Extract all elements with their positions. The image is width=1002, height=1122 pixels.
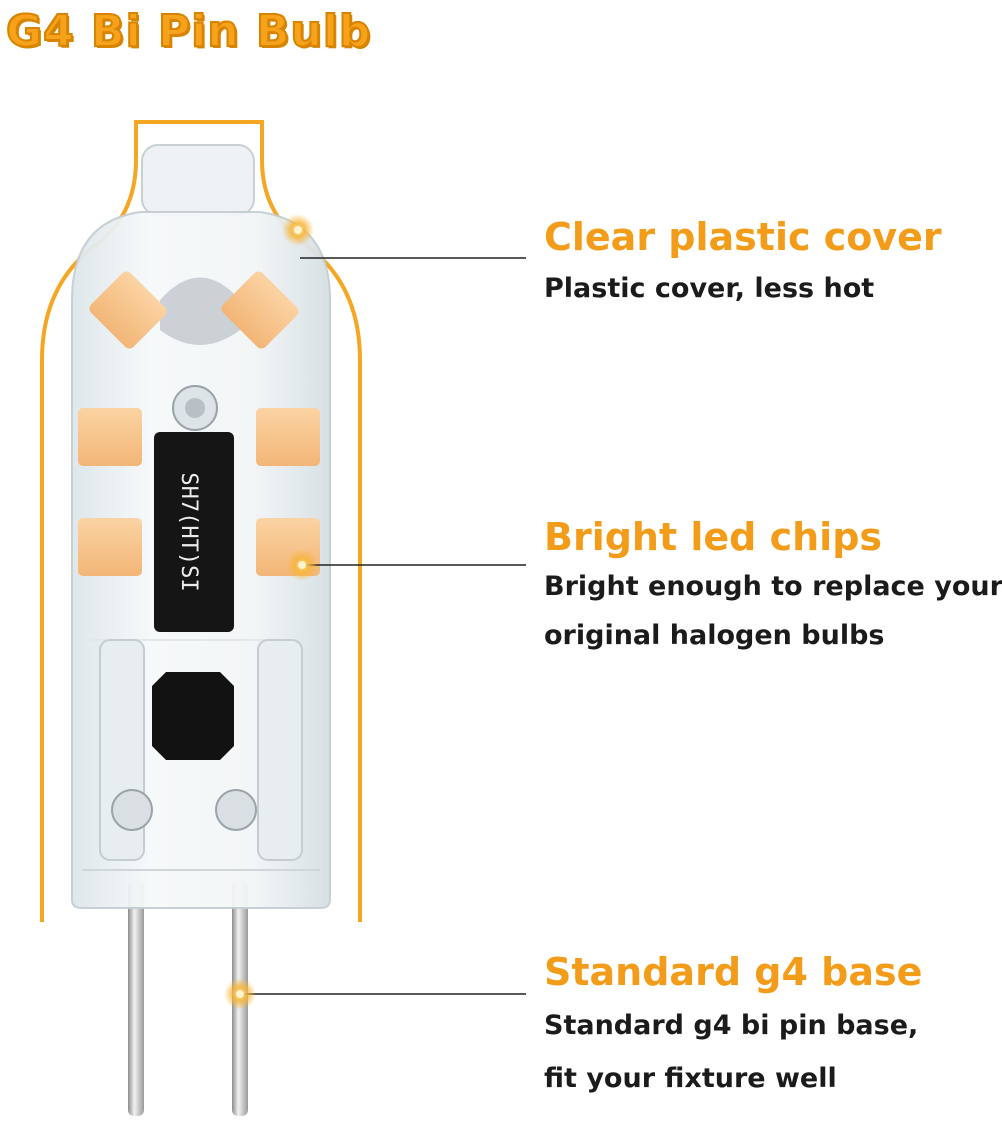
pin-left bbox=[128, 880, 144, 1116]
led-chips bbox=[78, 271, 320, 576]
callout-description: Plastic cover, less hot bbox=[544, 273, 875, 304]
callout-description: original halogen bulbs bbox=[544, 620, 885, 651]
chip-label: SH7(HT)SI bbox=[176, 472, 201, 591]
outline-frame bbox=[40, 120, 362, 922]
callout-bright-led-chips: Bright led chips Bright enough to replac… bbox=[544, 513, 1002, 659]
callout-title: Bright led chips bbox=[544, 515, 883, 559]
callout-title: Standard g4 base bbox=[544, 950, 923, 994]
callout-description: fit your fixture well bbox=[544, 1063, 837, 1094]
callout-standard-g4-base: Standard g4 base Standard g4 bi pin base… bbox=[544, 948, 922, 1102]
page-title: G4 Bi Pin Bulb bbox=[5, 5, 372, 58]
callout-title: Clear plastic cover bbox=[544, 215, 942, 259]
bulb-cap bbox=[141, 144, 255, 216]
callout-description: Bright enough to replace your bbox=[544, 571, 1002, 602]
callout-description: Standard g4 bi pin base, bbox=[544, 1010, 919, 1041]
callout-clear-plastic-cover: Clear plastic cover Plastic cover, less … bbox=[544, 213, 942, 312]
resistor bbox=[154, 432, 234, 632]
driver-chip bbox=[152, 672, 234, 760]
